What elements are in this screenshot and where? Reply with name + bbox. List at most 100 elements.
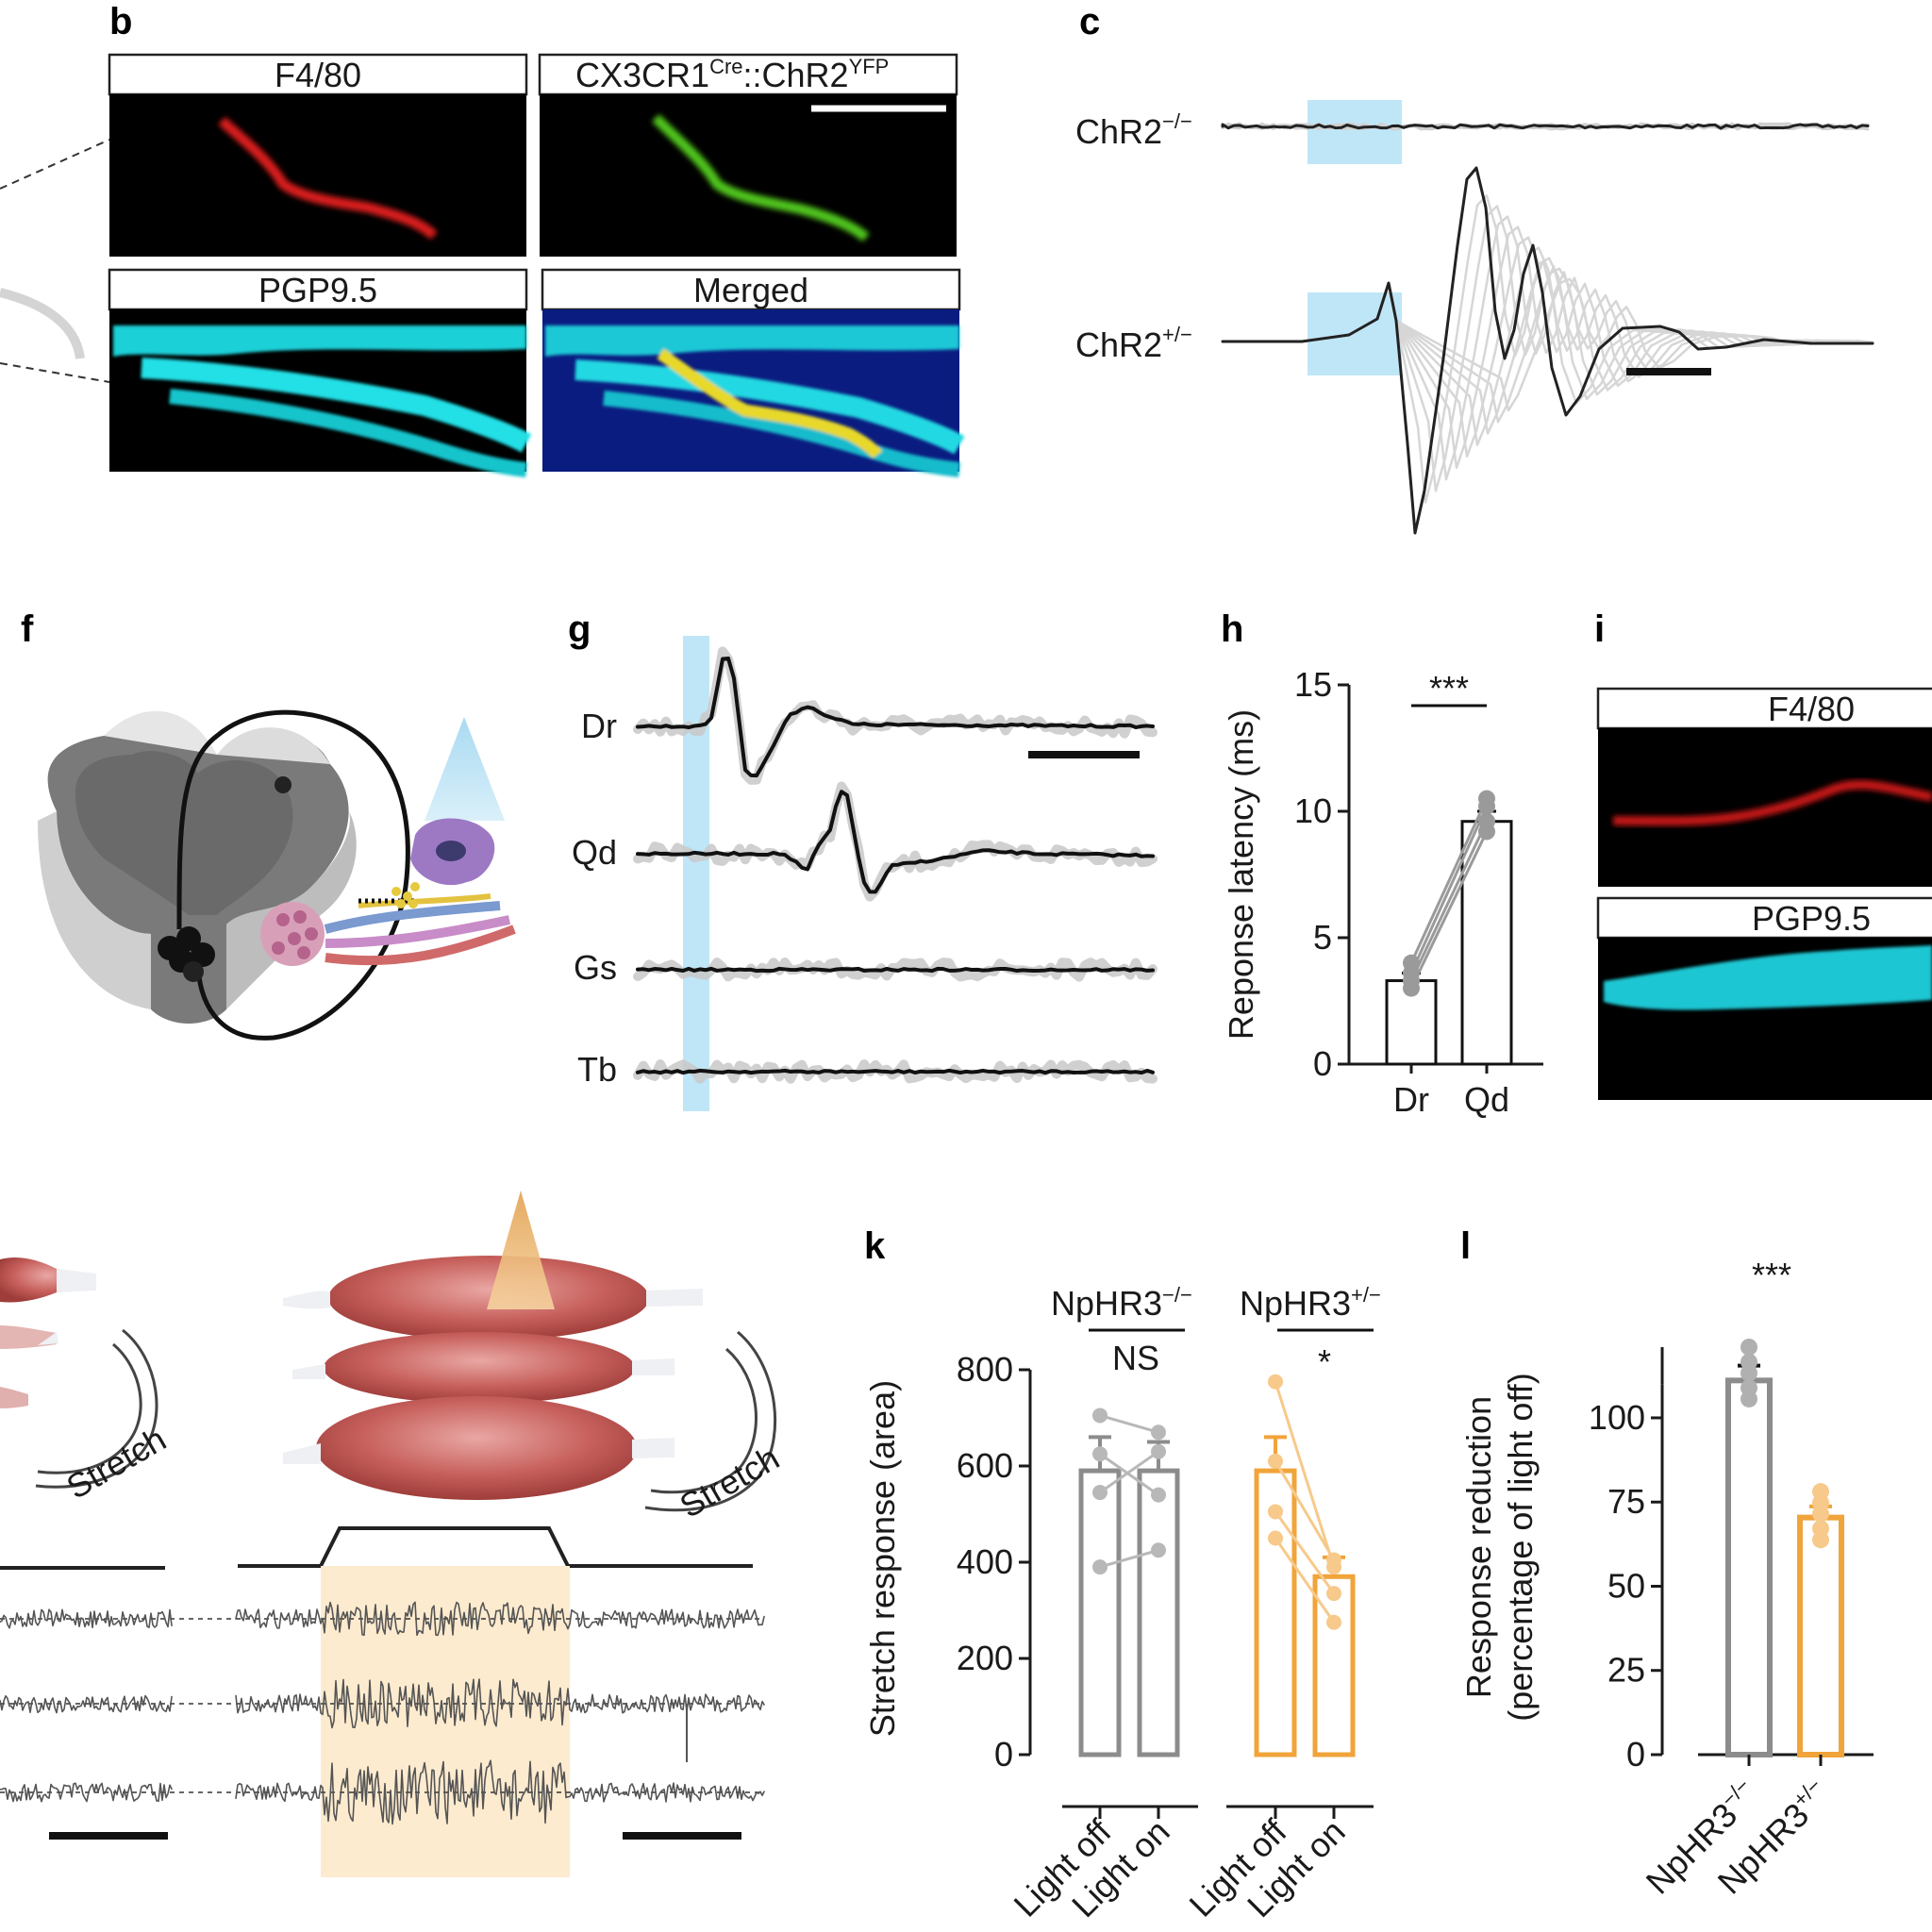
label-pgp95: PGP9.5 [258, 271, 377, 309]
trace-chr2-het [1221, 166, 1874, 535]
data-point [1326, 1614, 1341, 1630]
label-chr2-ko: ChR2−/− [1075, 109, 1192, 151]
data-point [1326, 1552, 1341, 1568]
label-trace-qd: Qd [572, 833, 617, 872]
stretch-label-2: Stretch [674, 1438, 786, 1525]
nerve-cyan-i [1604, 945, 1932, 1010]
trace-mean-dr [636, 656, 1155, 778]
chart-l-tick-label: 0 [1626, 1735, 1645, 1774]
panel-label-h: h [1221, 608, 1243, 650]
label-cx3cr1: CX3CR1Cre::ChR2YFP [575, 55, 889, 94]
light-cone-blue [425, 717, 505, 821]
trace-chr2-ko [1221, 123, 1870, 130]
label-chr2-het: ChR2+/− [1075, 323, 1192, 364]
paired-line [1099, 1414, 1159, 1434]
data-point [1092, 1407, 1108, 1424]
micrograph-cx3cr1 [540, 94, 957, 257]
data-point [1151, 1487, 1166, 1503]
bar-1 [1797, 1514, 1844, 1757]
data-point [1740, 1379, 1757, 1397]
chart-h-tick-label: 5 [1313, 918, 1332, 957]
label-trace-tb: Tb [577, 1050, 617, 1089]
light-cone-orange [487, 1191, 555, 1309]
drg-soma [275, 776, 291, 793]
data-point [1092, 1485, 1108, 1501]
paired-line [1409, 821, 1489, 982]
label-merged: Merged [693, 271, 808, 309]
label-box-i-f480 [1596, 687, 1932, 730]
panel-label-b: b [109, 1, 132, 42]
panel-label-g: g [568, 608, 591, 650]
bar-0-1 [1137, 1468, 1180, 1757]
data-point [1740, 1339, 1757, 1356]
schematic-fragment [0, 288, 85, 359]
chart-h-x-label: Dr [1393, 1080, 1429, 1119]
macrophage-red [218, 116, 438, 241]
motor-neuron-cluster [158, 926, 215, 982]
paired-line [1099, 1548, 1159, 1569]
chart-k-tick-label: 200 [957, 1639, 1013, 1677]
group-header-1: NpHR3+/− [1240, 1283, 1381, 1323]
macrophage-red-i [1612, 779, 1932, 826]
data-point [1268, 1374, 1283, 1390]
sensory-loop [176, 709, 410, 1041]
stretch-arrow-2a [650, 1347, 758, 1494]
emg-trace-1-0 [0, 1694, 173, 1714]
trace-grey-qd [633, 781, 1158, 902]
group-significance-1: * [1318, 1342, 1331, 1381]
data-point-dr [1403, 954, 1420, 972]
macrophage-nucleus [436, 841, 466, 861]
label-box-f480 [108, 53, 528, 96]
label-box-pgp95 [108, 268, 528, 311]
paired-line [1099, 1453, 1159, 1496]
panel-g: g Dr Qd Gs Tb [568, 608, 1158, 1111]
stretch-label-1: Stretch [60, 1419, 173, 1507]
emg-trace-0-1 [235, 1601, 765, 1637]
micrograph-f480 [109, 94, 526, 257]
emg-trace-2-1 [235, 1759, 765, 1825]
data-point [1740, 1353, 1757, 1371]
data-point [1151, 1424, 1166, 1441]
muscle-right [283, 1256, 703, 1500]
trace-mean-gs [636, 966, 1155, 974]
nerve-cyan [113, 325, 532, 477]
label-f480: F4/80 [275, 56, 361, 94]
panel-label-k: k [864, 1225, 886, 1267]
emg-traces-j [0, 1601, 765, 1825]
stretch-arrow-1a [37, 1342, 142, 1474]
data-point [1812, 1520, 1829, 1538]
data-point [1268, 1453, 1283, 1469]
chart-h-tick-label: 15 [1294, 665, 1332, 704]
label-trace-gs: Gs [574, 948, 617, 987]
muscle-left [0, 1257, 96, 1408]
paired-line [1409, 797, 1489, 964]
data-point [1812, 1483, 1829, 1501]
zoom-line-top [0, 139, 110, 190]
chart-l-tick-label: 100 [1589, 1398, 1645, 1437]
panel-f: f [21, 608, 516, 1041]
chart-k-tick-label: 600 [957, 1446, 1013, 1485]
data-point-qd [1478, 790, 1495, 808]
chart-k-tick-label: 800 [957, 1350, 1013, 1389]
trace-mean-qd [636, 790, 1155, 894]
group-header-0: NpHR3−/− [1051, 1283, 1192, 1323]
label-i-pgp95: PGP9.5 [1752, 899, 1871, 938]
data-point [1151, 1542, 1166, 1558]
paired-line [1274, 1381, 1336, 1568]
trace-grey-dr [633, 646, 1158, 785]
chart-k-tick-label: 0 [994, 1735, 1013, 1774]
data-point [1268, 1530, 1283, 1546]
stretch-arrow-2b [644, 1330, 777, 1512]
significance-stars: *** [1429, 669, 1469, 708]
chart-h-x-label: Qd [1464, 1080, 1509, 1119]
chart-k-ylabel: Stretch response (area) [863, 1380, 902, 1737]
stretch-protocol-right [238, 1526, 753, 1568]
label-i-f480: F4/80 [1768, 690, 1855, 728]
emg-trace-0-0 [0, 1608, 173, 1629]
panel-label-c: c [1079, 1, 1100, 42]
label-trace-dr: Dr [581, 707, 617, 745]
data-point [1326, 1586, 1341, 1602]
